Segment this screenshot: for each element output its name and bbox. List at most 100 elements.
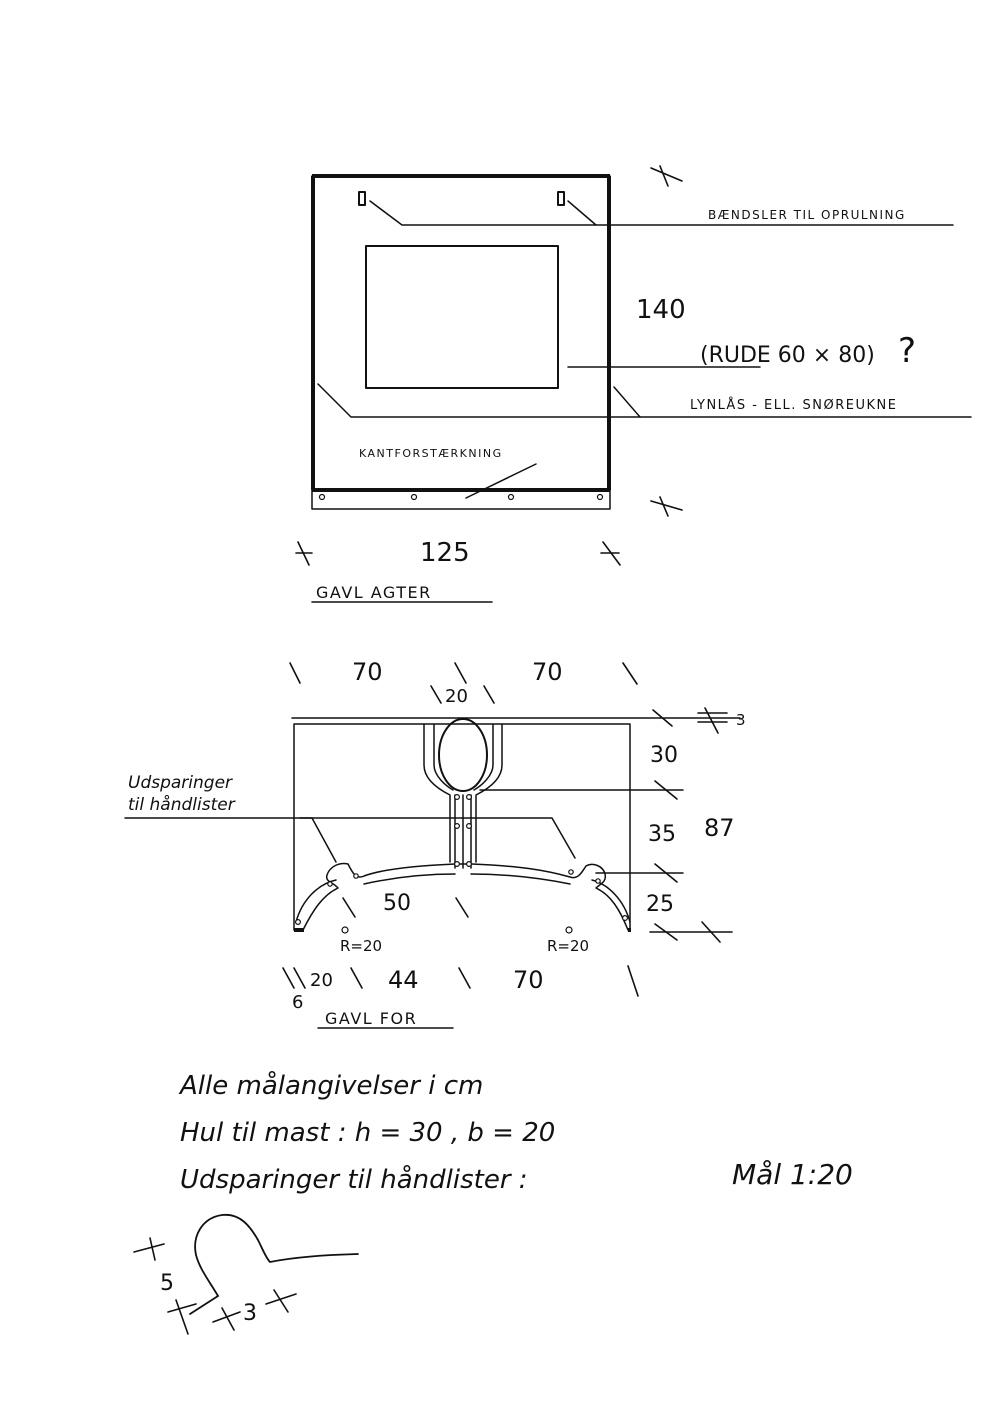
dim-tick bbox=[175, 1299, 189, 1335]
eyelet bbox=[568, 869, 574, 875]
dim-tick bbox=[282, 967, 295, 989]
dim-tick bbox=[149, 1237, 156, 1261]
leader-baendsler bbox=[369, 200, 954, 226]
leader-udsparing-right bbox=[299, 817, 576, 859]
dim-tick bbox=[654, 780, 678, 800]
dim-top-right-70: 70 bbox=[532, 658, 563, 686]
leader-udsparing-left bbox=[124, 817, 337, 863]
note-scale: Mål 1:20 bbox=[732, 1158, 853, 1191]
udsparing-profile-end bbox=[189, 1295, 219, 1315]
gavl-for-outline bbox=[293, 723, 631, 931]
dim-tick bbox=[350, 967, 363, 989]
udsparing-detail-sketch bbox=[133, 1214, 359, 1335]
dim-tick bbox=[458, 967, 471, 989]
eyelet bbox=[353, 873, 359, 879]
dim-tick bbox=[221, 1307, 235, 1331]
arm-right bbox=[470, 873, 571, 885]
eyelet bbox=[507, 493, 515, 501]
eyelet bbox=[410, 493, 418, 501]
eyelet bbox=[327, 881, 333, 887]
dim-tick bbox=[650, 500, 683, 511]
dim-tick bbox=[430, 685, 442, 704]
note-hul-mast: Hul til mast : h = 30 , b = 20 bbox=[180, 1118, 555, 1148]
udsparing-profile bbox=[194, 1214, 359, 1297]
dim-tick bbox=[167, 1303, 197, 1313]
dim-3: 3 bbox=[736, 711, 746, 729]
label-udsparinger-1: Udsparinger bbox=[128, 773, 233, 793]
mast-channel-left bbox=[423, 723, 451, 863]
label-width-125: 125 bbox=[420, 538, 470, 568]
baendsel-right bbox=[557, 191, 565, 206]
detail-dim-3: 3 bbox=[243, 1301, 257, 1326]
dim-tick bbox=[289, 662, 301, 684]
dim-25: 25 bbox=[646, 892, 674, 917]
mast-channel-right-inner bbox=[473, 723, 494, 791]
eyelet bbox=[596, 493, 604, 501]
radius-left: R=20 bbox=[340, 937, 382, 955]
rivet bbox=[466, 822, 473, 829]
leader-kant bbox=[465, 463, 537, 499]
dim-tick bbox=[704, 707, 719, 734]
dim-tick bbox=[273, 1289, 289, 1313]
dim-6: 6 bbox=[292, 992, 303, 1013]
dim-tick bbox=[654, 863, 678, 883]
dim-tick bbox=[293, 967, 306, 989]
dim-tick bbox=[652, 709, 673, 727]
rivet bbox=[454, 822, 461, 829]
rivet bbox=[466, 860, 473, 867]
eyelet bbox=[595, 878, 601, 884]
dim-tick bbox=[650, 167, 683, 182]
dim-50: 50 bbox=[383, 891, 411, 916]
dim-tick bbox=[454, 662, 467, 684]
dim-tick bbox=[133, 1243, 165, 1253]
rivet bbox=[466, 793, 473, 800]
label-question: ? bbox=[898, 331, 916, 371]
dim-tick bbox=[627, 965, 639, 997]
radius-centre bbox=[341, 926, 349, 934]
dim-tick bbox=[342, 897, 356, 918]
dim-30: 30 bbox=[650, 743, 678, 768]
rivet bbox=[454, 860, 461, 867]
dim-bottom-70: 70 bbox=[513, 966, 544, 994]
arm-left bbox=[363, 873, 456, 885]
eyelet bbox=[621, 914, 628, 921]
gavl-agter-title: GAVL AGTER bbox=[316, 583, 432, 602]
detail-dim-5: 5 bbox=[160, 1271, 174, 1296]
leader-baendsler-2 bbox=[567, 200, 597, 226]
dim-87: 87 bbox=[704, 814, 735, 842]
rivet bbox=[454, 793, 461, 800]
radius-centre bbox=[565, 926, 573, 934]
dim-35: 35 bbox=[648, 822, 676, 847]
label-rude: (RUDE 60 × 80) bbox=[700, 343, 875, 368]
gavl-agter-drawing bbox=[295, 165, 972, 603]
baendsel-left bbox=[358, 191, 366, 206]
leader-lynlas bbox=[317, 383, 972, 418]
label-kantforstaerkning: KANTFORSTÆRKNING bbox=[359, 447, 503, 460]
dim-tick bbox=[659, 496, 669, 517]
leader-lynlas-2 bbox=[613, 386, 641, 418]
dim-bottom-20: 20 bbox=[310, 970, 333, 991]
gavl-for-title: GAVL FOR bbox=[325, 1009, 417, 1028]
mast-hole bbox=[438, 718, 488, 792]
dim-top-left-70: 70 bbox=[352, 658, 383, 686]
label-baendsler: BÆNDSLER TIL OPRULNING bbox=[708, 208, 906, 222]
note-udsparinger: Udsparinger til håndlister : bbox=[180, 1164, 528, 1195]
eyelet bbox=[295, 918, 302, 925]
dim-tick bbox=[659, 165, 669, 187]
gavl-for-drawing bbox=[124, 662, 741, 1029]
dim-bottom-44: 44 bbox=[388, 966, 419, 994]
mast-channel-left-inner bbox=[433, 723, 454, 791]
dim-tick bbox=[622, 662, 638, 685]
dim-tick bbox=[483, 685, 495, 704]
radius-right: R=20 bbox=[547, 937, 589, 955]
dim-tick bbox=[265, 1293, 297, 1305]
dim-tick bbox=[701, 921, 721, 943]
mast-channel-right bbox=[475, 723, 503, 863]
arc-left bbox=[295, 879, 337, 923]
rude-window bbox=[365, 245, 559, 389]
label-udsparinger-2: til håndlister bbox=[128, 794, 236, 815]
label-lynlas: LYNLÅS - ELL. SNØREUKNE bbox=[690, 397, 897, 413]
dim-top-middle-20: 20 bbox=[445, 686, 468, 707]
